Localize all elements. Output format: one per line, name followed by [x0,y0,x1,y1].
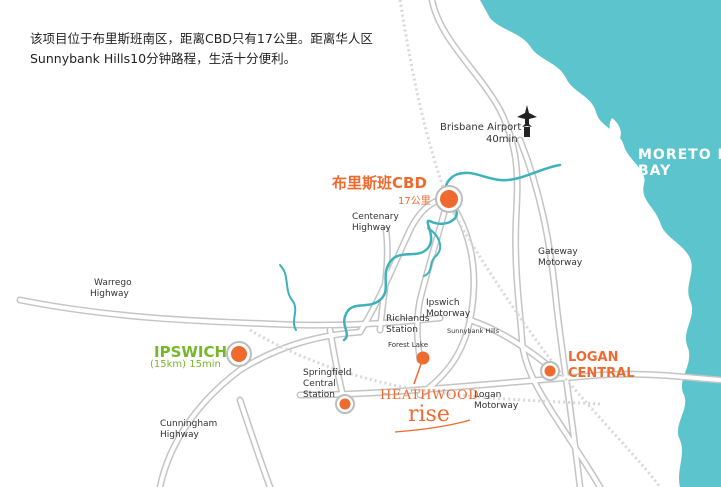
heathwood-swoosh [394,419,471,433]
richlands-label-2: Station [386,325,418,335]
river-west [279,264,297,331]
moreton-bay-label-1: MORETO N [638,147,721,163]
cbd-marker [435,185,463,213]
coast-island-2 [634,232,649,262]
cbd-distance: 17公里 [398,196,431,207]
heathwood-label-1: HEATHWOOD [380,388,480,403]
airport-time: 40min [486,134,518,145]
springfield-label-1: Springfield [303,368,352,378]
cunningham-label-1: Cunningham [160,419,218,429]
cunningham-label-2: Highway [160,430,199,440]
logan-marker [540,361,560,381]
cbd-label: 布里斯班CBD [332,174,427,192]
forest-lake-label: Forest Lake [388,341,429,349]
intro-line-1: 该项目位于布里斯班南区，距离CBD只有17公里。距离华人区 [30,31,373,46]
richlands-label-1: Richlands [386,314,430,324]
ipswich-motorway-label-2: Motorway [426,309,471,319]
ipswich-marker [226,341,252,367]
gateway-label-1: Gateway [538,247,578,257]
logan-label-1: LOGAN [568,350,619,365]
warrego-label-1: Warrego [94,278,132,288]
coast-inlet [558,100,587,164]
warrego-label-2: Highway [90,289,129,299]
springfield-label-2: Central [303,379,336,389]
logan-label-2: CENTRAL [568,366,635,381]
airplane-icon [517,105,537,137]
springfield-marker [335,394,355,414]
springfield-label-3: Station [303,390,335,400]
river-branch [423,227,442,277]
ipswich-time: (15km) 15min [150,359,221,370]
gateway-label-2: Motorway [538,258,583,268]
heathwood-marker [413,351,430,385]
logan-motorway-label-1: Logan [474,390,502,400]
centenary-label-2: Highway [352,223,391,233]
airport-label: Brisbane Airport [440,122,522,133]
intro-line-2: Sunnybank Hills10分钟路程，生活十分便利。 [30,51,297,66]
heathwood-label-2: rise [408,402,450,427]
ipswich-label: IPSWICH [154,343,228,361]
moreton-bay-water [480,0,721,487]
brisbane-river [342,163,562,342]
coast-island [609,118,621,142]
ipswich-motorway-label-1: Ipswich [426,298,460,308]
moreton-bay-label-2: BAY [638,163,672,179]
sunnybank-label: Sunnybank Hills [447,327,500,335]
centenary-label-1: Centenary [352,212,399,222]
logan-motorway-label-2: Motorway [474,401,519,411]
